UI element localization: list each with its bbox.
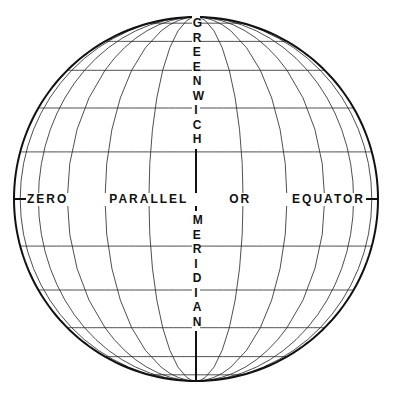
meridian-label: MERIDIAN [192,211,201,331]
meridian-label: GREENWICH [192,14,201,149]
equator-label: ZERO PARALLEL OR EQUATOR [26,193,366,206]
